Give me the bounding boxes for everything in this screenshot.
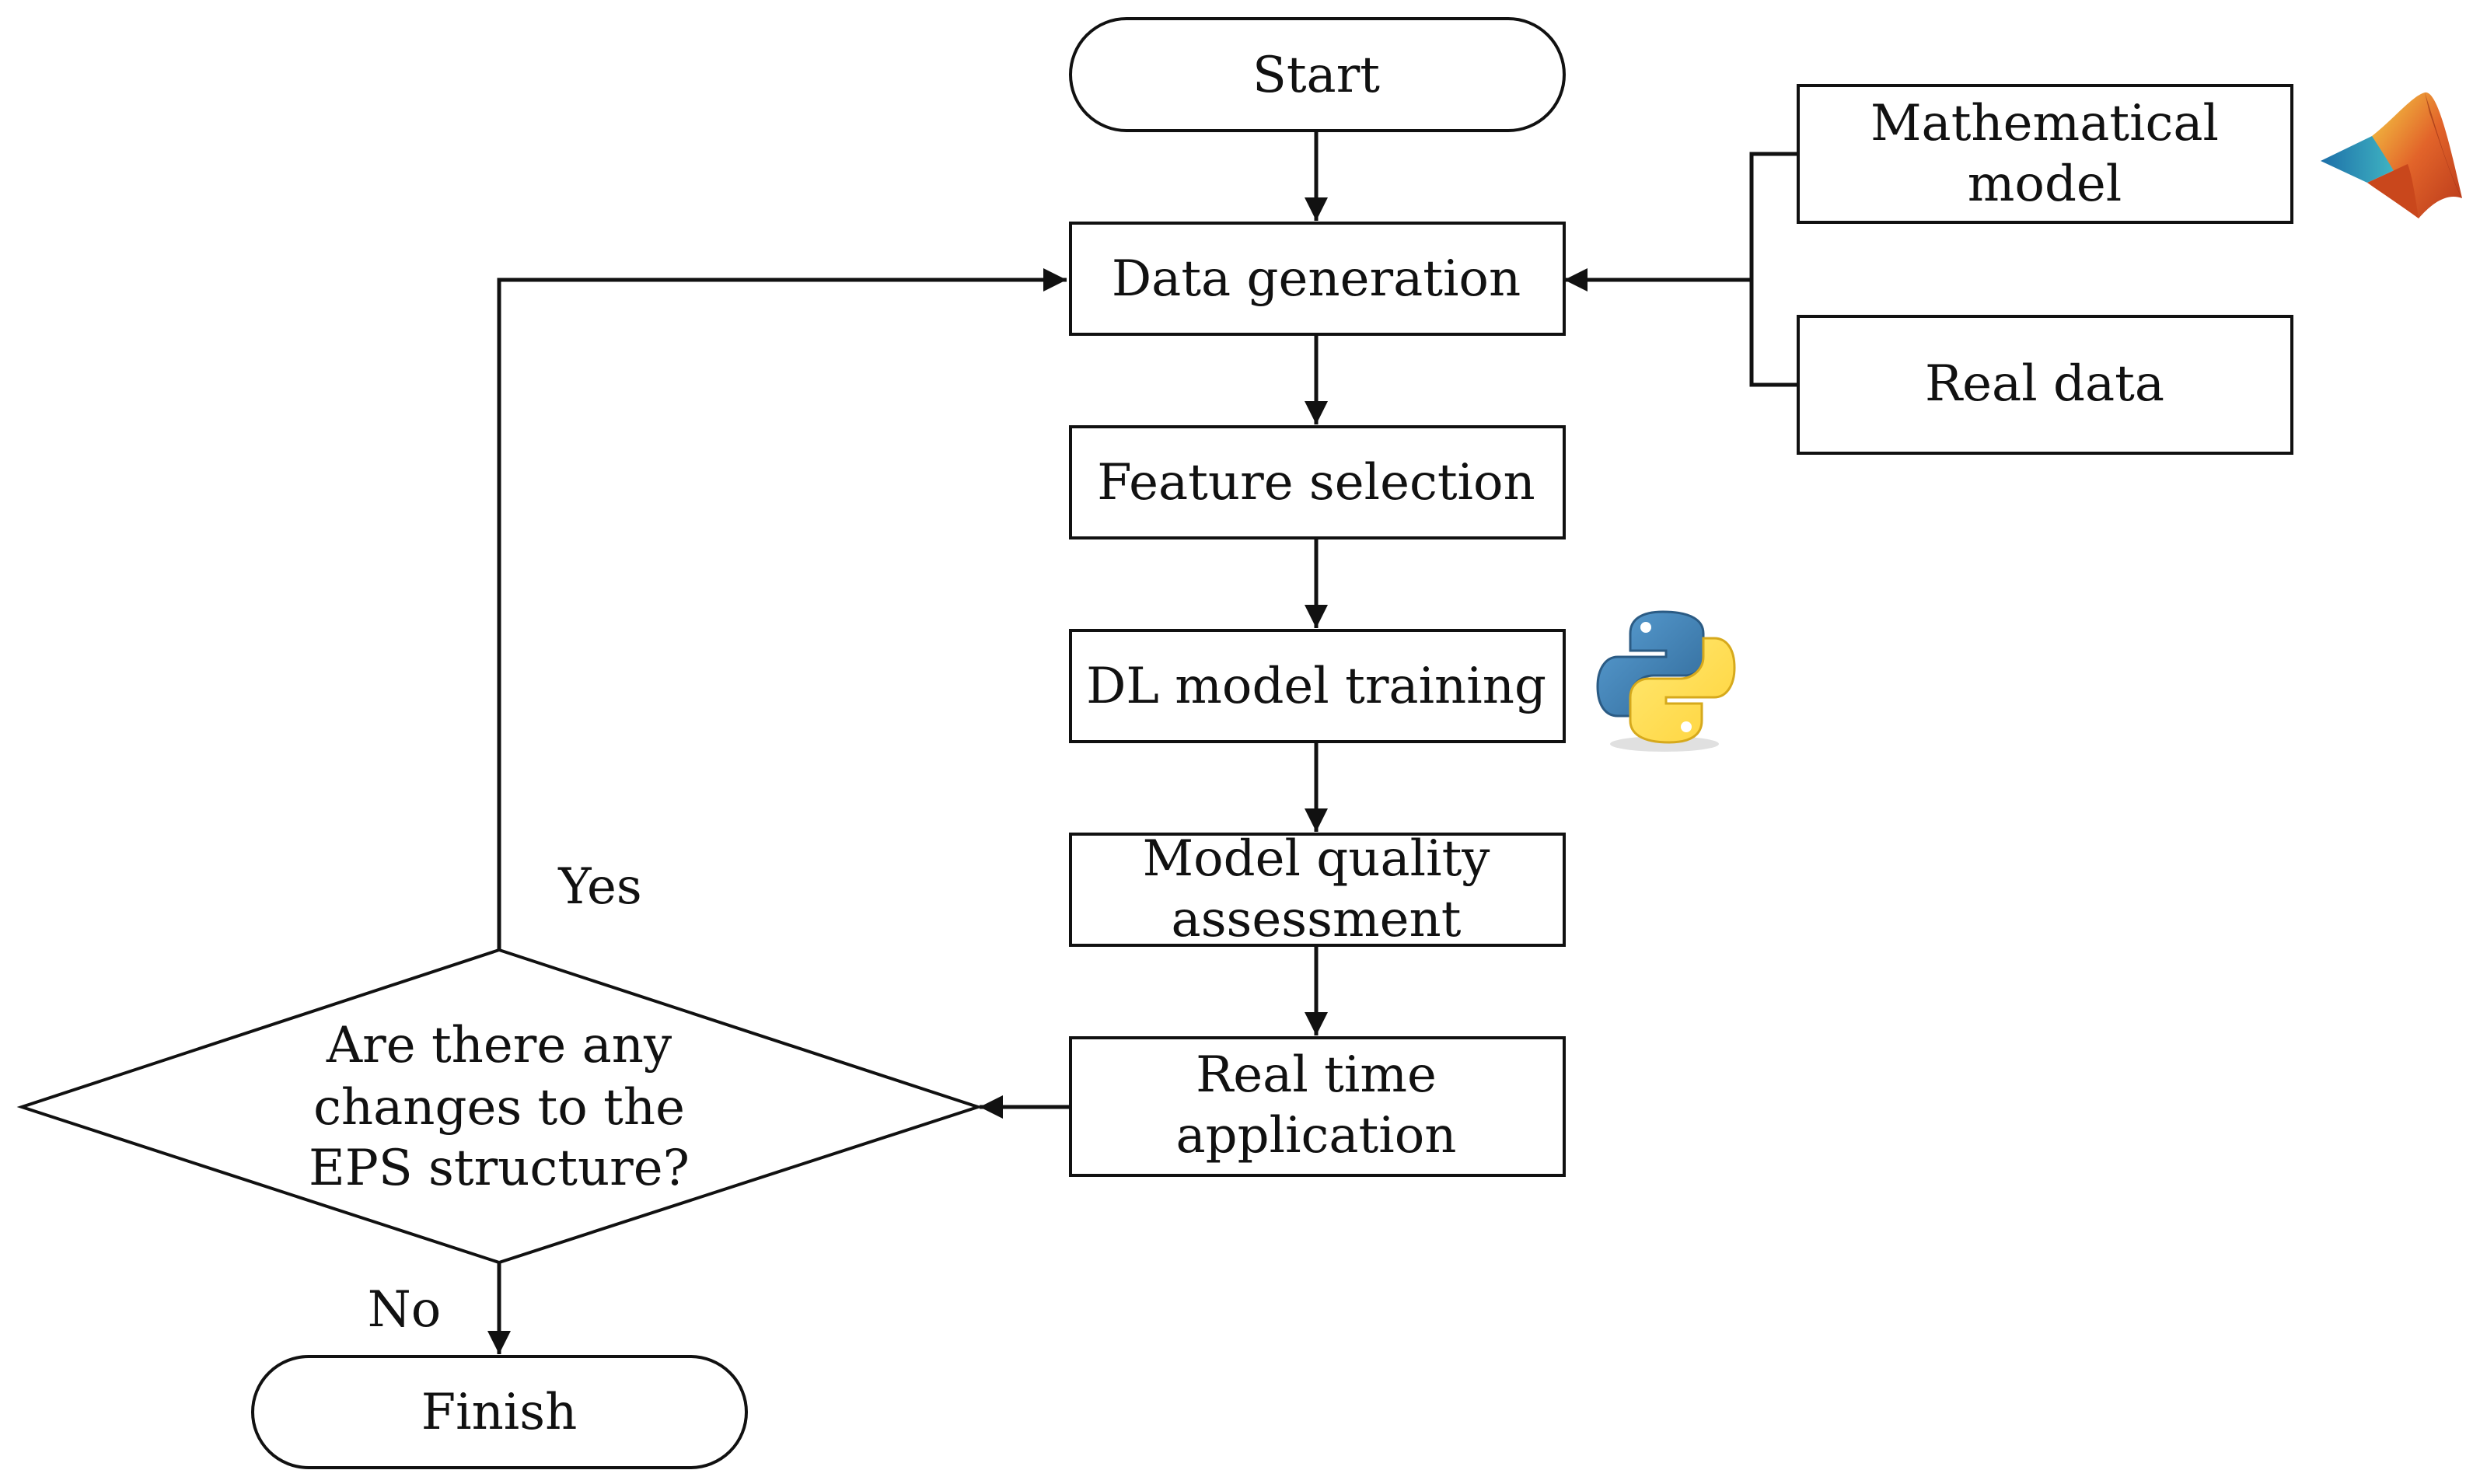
feature-selection-box (1069, 425, 1566, 539)
decision-label-line2: changes to the (313, 1079, 685, 1137)
arrow-yes-loop (497, 268, 1067, 950)
matlab-logo-icon (2321, 92, 2462, 218)
start-label: Start (1252, 47, 1380, 104)
mathematical-model-box (1797, 84, 2293, 224)
finish-label: Finish (421, 1384, 578, 1441)
quality-label-line2: assessment (1172, 891, 1462, 948)
python-logo-icon (1596, 610, 1736, 752)
dl-training-box (1069, 629, 1566, 743)
decision-diamond (16, 948, 983, 1265)
data-generation-box (1069, 222, 1566, 336)
realtime-application-box (1069, 1036, 1566, 1177)
real-data-box (1797, 315, 2293, 455)
data-generation-label: Data generation (1112, 250, 1521, 308)
realtime-label-line1: Real time (1196, 1046, 1437, 1104)
quality-assessment-box (1069, 833, 1566, 947)
no-label: No (368, 1281, 442, 1339)
decision-label-line3: EPS structure? (309, 1140, 690, 1197)
yes-label: Yes (557, 858, 641, 916)
finish-terminal (251, 1355, 748, 1469)
math-model-label-line2: model (1968, 155, 2122, 213)
realtime-label-line2: application (1176, 1107, 1457, 1165)
connectors (487, 131, 1798, 1354)
real-data-label: Real data (1925, 355, 2164, 413)
input-bracket (1749, 152, 1798, 387)
quality-label-line1: Model quality (1143, 830, 1490, 888)
decision-label-line1: Are there any (326, 1017, 672, 1074)
start-terminal (1069, 17, 1566, 132)
feature-selection-label: Feature selection (1097, 454, 1535, 512)
math-model-label-line1: Mathematical (1870, 95, 2219, 152)
dl-training-label: DL model training (1086, 658, 1546, 715)
